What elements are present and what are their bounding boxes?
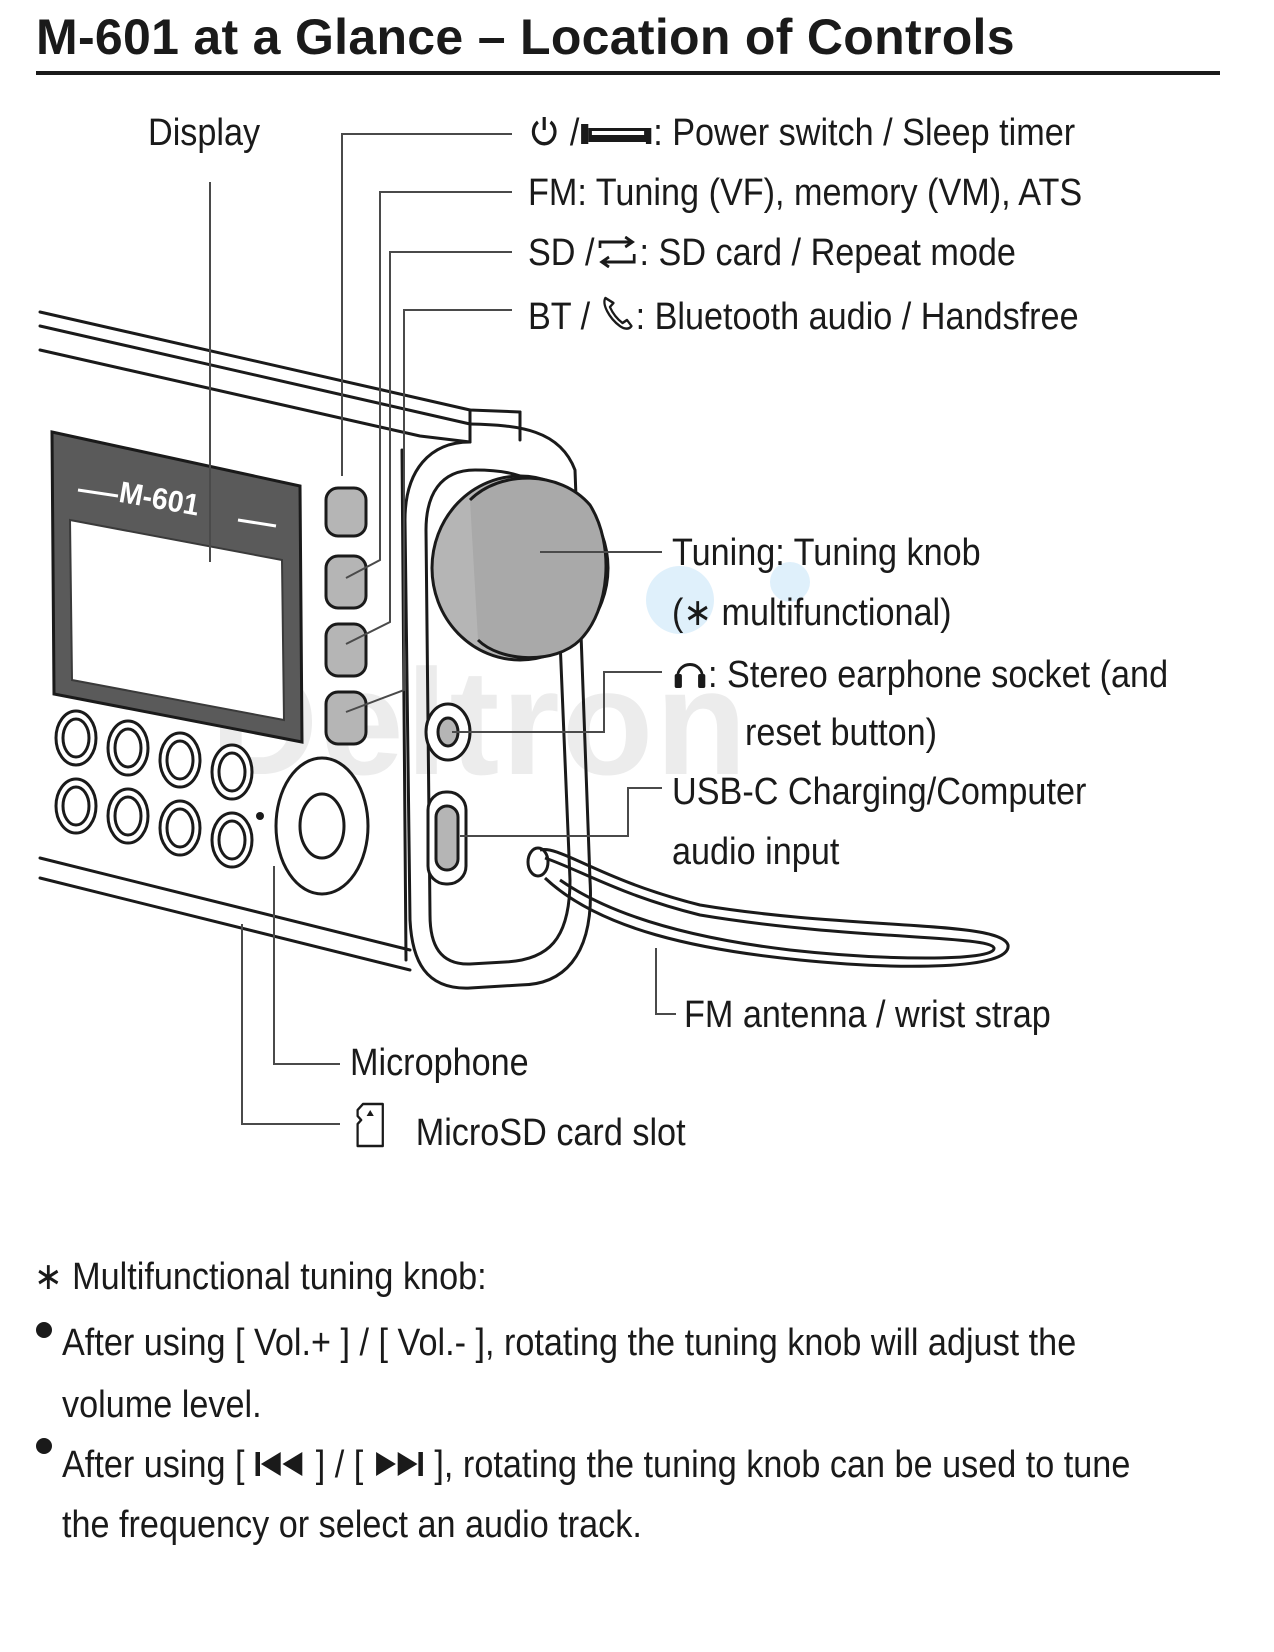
skip-previous-icon (254, 1448, 306, 1486)
label-usb-1: USB-C Charging/Computer (672, 771, 1087, 813)
power-separator: / (569, 112, 580, 154)
power-icon (528, 114, 560, 155)
bullet-1-dot (36, 1322, 52, 1338)
watermark-accent (646, 562, 810, 634)
notes-heading: ∗ Multifunctional tuning knob: (34, 1256, 487, 1298)
label-earphone-row: : Stereo earphone socket (and (672, 654, 1168, 697)
bullet-2-line-2: the frequency or select an audio track. (62, 1504, 642, 1546)
handset-icon (600, 294, 636, 339)
label-bt-prefix: BT / (528, 296, 591, 338)
label-power: : Power switch / Sleep timer (653, 112, 1076, 154)
microsd-card-icon (354, 1102, 386, 1155)
bullet-2-line-1: After using [ ] / [ ], rotating the tuni… (62, 1446, 1130, 1486)
page-title: M-601 at a Glance – Location of Controls (36, 9, 1015, 65)
headphones-icon (672, 654, 708, 697)
label-bt-row: BT / : Bluetooth audio / Handsfree (528, 294, 1079, 339)
sleep-timer-icon (579, 117, 653, 155)
label-antenna: FM antenna / wrist strap (684, 994, 1051, 1036)
bullet-2-post: ], rotating the tuning knob can be used … (434, 1444, 1131, 1486)
label-tuning-2: (∗ multifunctional) (672, 592, 952, 634)
label-microsd: MicroSD card slot (415, 1112, 686, 1154)
bullet-1-line-1: After using [ Vol.+ ] / [ Vol.- ], rotat… (62, 1322, 1077, 1364)
label-sd-row: SD / : SD card / Repeat mode (528, 234, 1016, 275)
label-bt: : Bluetooth audio / Handsfree (635, 296, 1079, 338)
label-microsd-row: MicroSD card slot (354, 1102, 686, 1155)
label-sd-prefix: SD / (528, 232, 595, 274)
skip-next-icon (373, 1448, 425, 1486)
bullet-2-dot (36, 1438, 52, 1454)
title-rule (36, 71, 1220, 75)
label-earphone-1: : Stereo earphone socket (and (708, 654, 1169, 696)
label-sd: : SD card / Repeat mode (639, 232, 1016, 274)
bullet-1-line-2: volume level. (62, 1384, 262, 1426)
label-display: Display (148, 112, 261, 154)
label-tuning-1: Tuning: Tuning knob (672, 532, 981, 574)
bullet-2-mid: ] / [ (315, 1444, 364, 1486)
label-earphone-2: reset button) (745, 712, 938, 754)
repeat-icon (595, 235, 640, 275)
display-screen (50, 430, 304, 744)
label-power-row: / : Power switch / Sleep timer (528, 114, 1075, 155)
label-usb-2: audio input (672, 831, 840, 873)
bullet-2-pre: After using [ (62, 1444, 245, 1486)
label-fm: FM: Tuning (VF), memory (VM), ATS (528, 172, 1083, 214)
label-microphone: Microphone (350, 1042, 529, 1084)
